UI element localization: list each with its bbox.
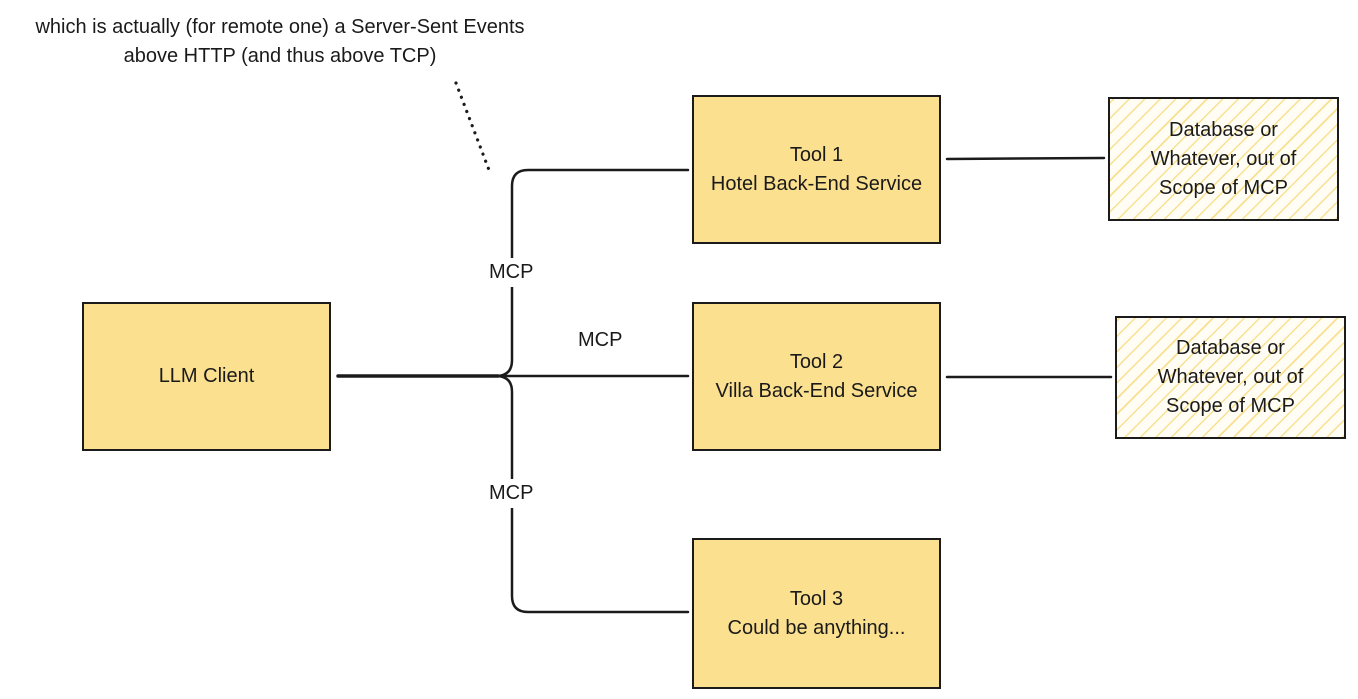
tool-3-subtitle: Could be anything...	[727, 616, 906, 639]
tool-3-box[interactable]: Tool 3 Could be anything...	[692, 538, 941, 689]
tool-1-box[interactable]: Tool 1 Hotel Back-End Service	[692, 95, 941, 244]
llm-client-label: LLM Client	[158, 365, 255, 387]
database-1-line-3: Scope of MCP	[1159, 176, 1288, 199]
tool-2-title: Tool 2	[789, 350, 844, 373]
database-2-box[interactable]: Database or Whatever, out of Scope of MC…	[1115, 316, 1346, 439]
connector-to-tool-1	[494, 168, 690, 378]
edge-label-mcp-top: MCP	[488, 258, 535, 287]
edge-label-mcp-middle: MCP	[578, 329, 623, 351]
llm-client-box[interactable]: LLM Client	[82, 302, 331, 451]
tool-1-subtitle: Hotel Back-End Service	[710, 172, 923, 195]
tool-1-title: Tool 1	[789, 143, 844, 166]
annotation-note-line-1: which is actually (for remote one) a Ser…	[35, 16, 525, 38]
database-1-box[interactable]: Database or Whatever, out of Scope of MC…	[1108, 97, 1339, 221]
database-2-line-3: Scope of MCP	[1166, 395, 1295, 417]
database-1-line-1: Database or	[1169, 118, 1278, 141]
tool-3-title: Tool 3	[789, 587, 844, 610]
connector-to-tool-3	[494, 374, 690, 614]
database-2-line-1: Database or	[1176, 337, 1285, 359]
annotation-note: which is actually (for remote one) a Ser…	[0, 13, 560, 71]
note-pointer-dotted	[454, 81, 491, 172]
annotation-note-line-2: above HTTP (and thus above TCP)	[123, 45, 437, 67]
edge-label-mcp-bottom: MCP	[488, 479, 535, 508]
database-1-line-2: Whatever, out of	[1150, 147, 1297, 170]
connector-tool1-database	[945, 156, 1106, 161]
tool-2-subtitle: Villa Back-End Service	[715, 379, 918, 402]
tool-2-box[interactable]: Tool 2 Villa Back-End Service	[692, 302, 941, 451]
database-2-line-2: Whatever, out of	[1157, 366, 1304, 388]
